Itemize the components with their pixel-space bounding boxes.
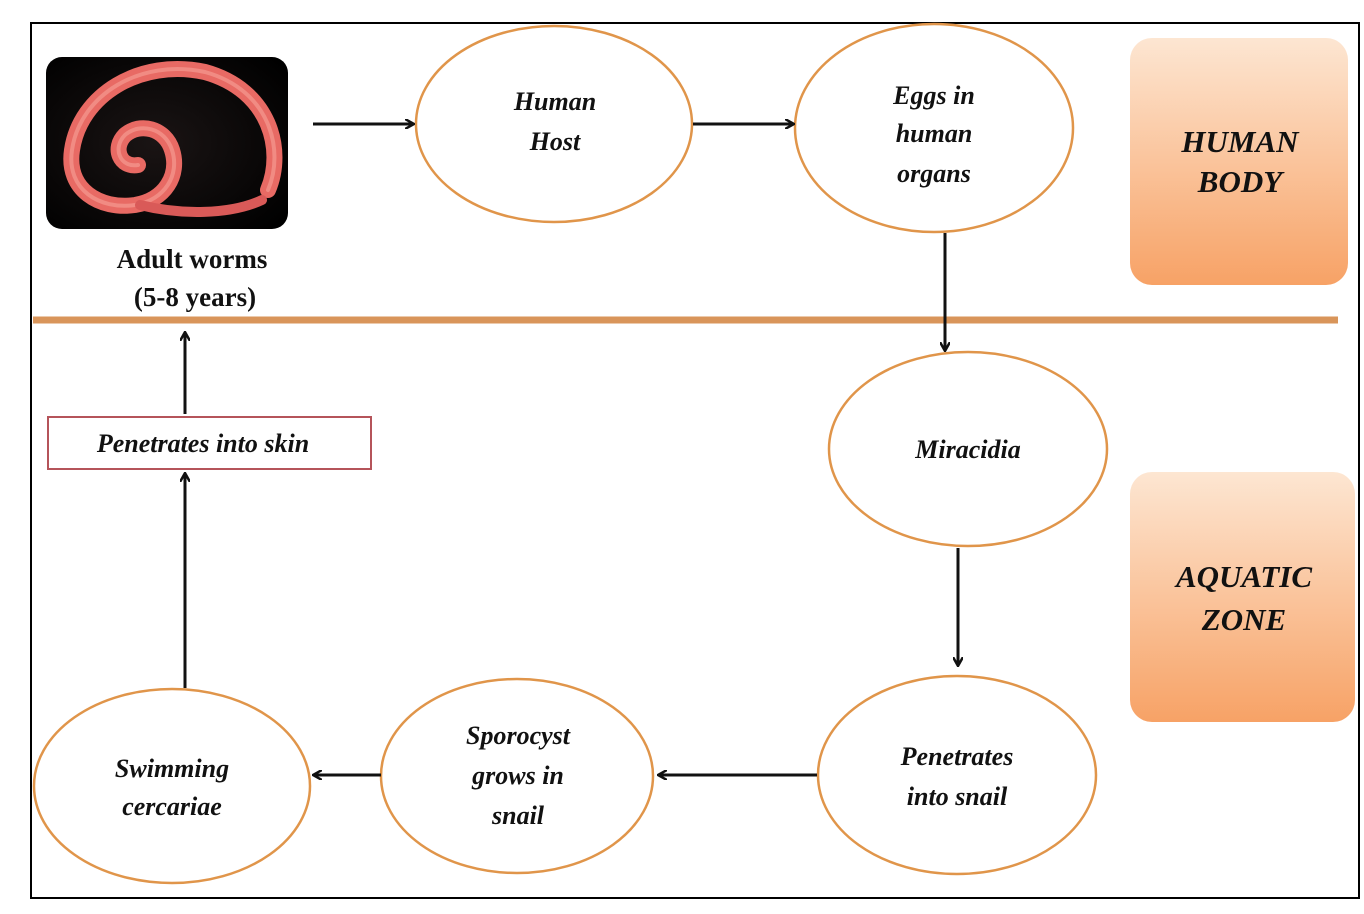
human-body-zone-box xyxy=(1130,38,1348,285)
sporocyst-label: Sporocyst grows in snail xyxy=(466,721,571,830)
human-body-zone-line2: BODY xyxy=(1197,164,1285,199)
svg-text:human: human xyxy=(896,119,973,148)
adult-worm-image xyxy=(46,57,288,229)
aquatic-zone-line1: AQUATIC xyxy=(1174,559,1312,594)
penetrates-snail-node xyxy=(816,674,1098,876)
svg-text:organs: organs xyxy=(897,159,971,188)
eggs-label: Eggs in human organs xyxy=(892,81,975,188)
diagram-frame xyxy=(30,22,1360,899)
human-host-label: Human Host xyxy=(513,87,596,156)
svg-text:Penetrates: Penetrates xyxy=(900,742,1014,771)
cercariae-node xyxy=(32,687,312,885)
svg-text:Human: Human xyxy=(513,87,596,116)
svg-text:grows in: grows in xyxy=(471,761,564,790)
human-host-node xyxy=(414,24,694,224)
penetrates-skin-label: Penetrates into skin xyxy=(96,429,309,458)
adult-worms-caption: Adult worms xyxy=(117,244,268,274)
aquatic-zone-line2: ZONE xyxy=(1201,602,1286,637)
aquatic-zone-box xyxy=(1130,472,1355,722)
svg-text:Eggs in: Eggs in xyxy=(892,81,975,110)
svg-text:snail: snail xyxy=(491,801,545,830)
svg-text:Host: Host xyxy=(529,127,581,156)
cercariae-label: Swimming cercariae xyxy=(115,754,229,821)
svg-text:Sporocyst: Sporocyst xyxy=(466,721,571,750)
svg-text:into snail: into snail xyxy=(907,782,1008,811)
svg-text:cercariae: cercariae xyxy=(122,792,222,821)
penetrates-skin-box xyxy=(47,416,372,470)
svg-text:Swimming: Swimming xyxy=(115,754,229,783)
miracidia-node xyxy=(827,350,1109,548)
miracidia-label: Miracidia xyxy=(914,435,1020,464)
human-body-zone-line1: HUMAN xyxy=(1180,124,1300,159)
penetrates-snail-label: Penetrates into snail xyxy=(900,742,1014,811)
adult-worms-duration: (5-8 years) xyxy=(134,282,256,312)
svg-text:Miracidia: Miracidia xyxy=(914,435,1020,464)
eggs-node xyxy=(793,22,1075,234)
